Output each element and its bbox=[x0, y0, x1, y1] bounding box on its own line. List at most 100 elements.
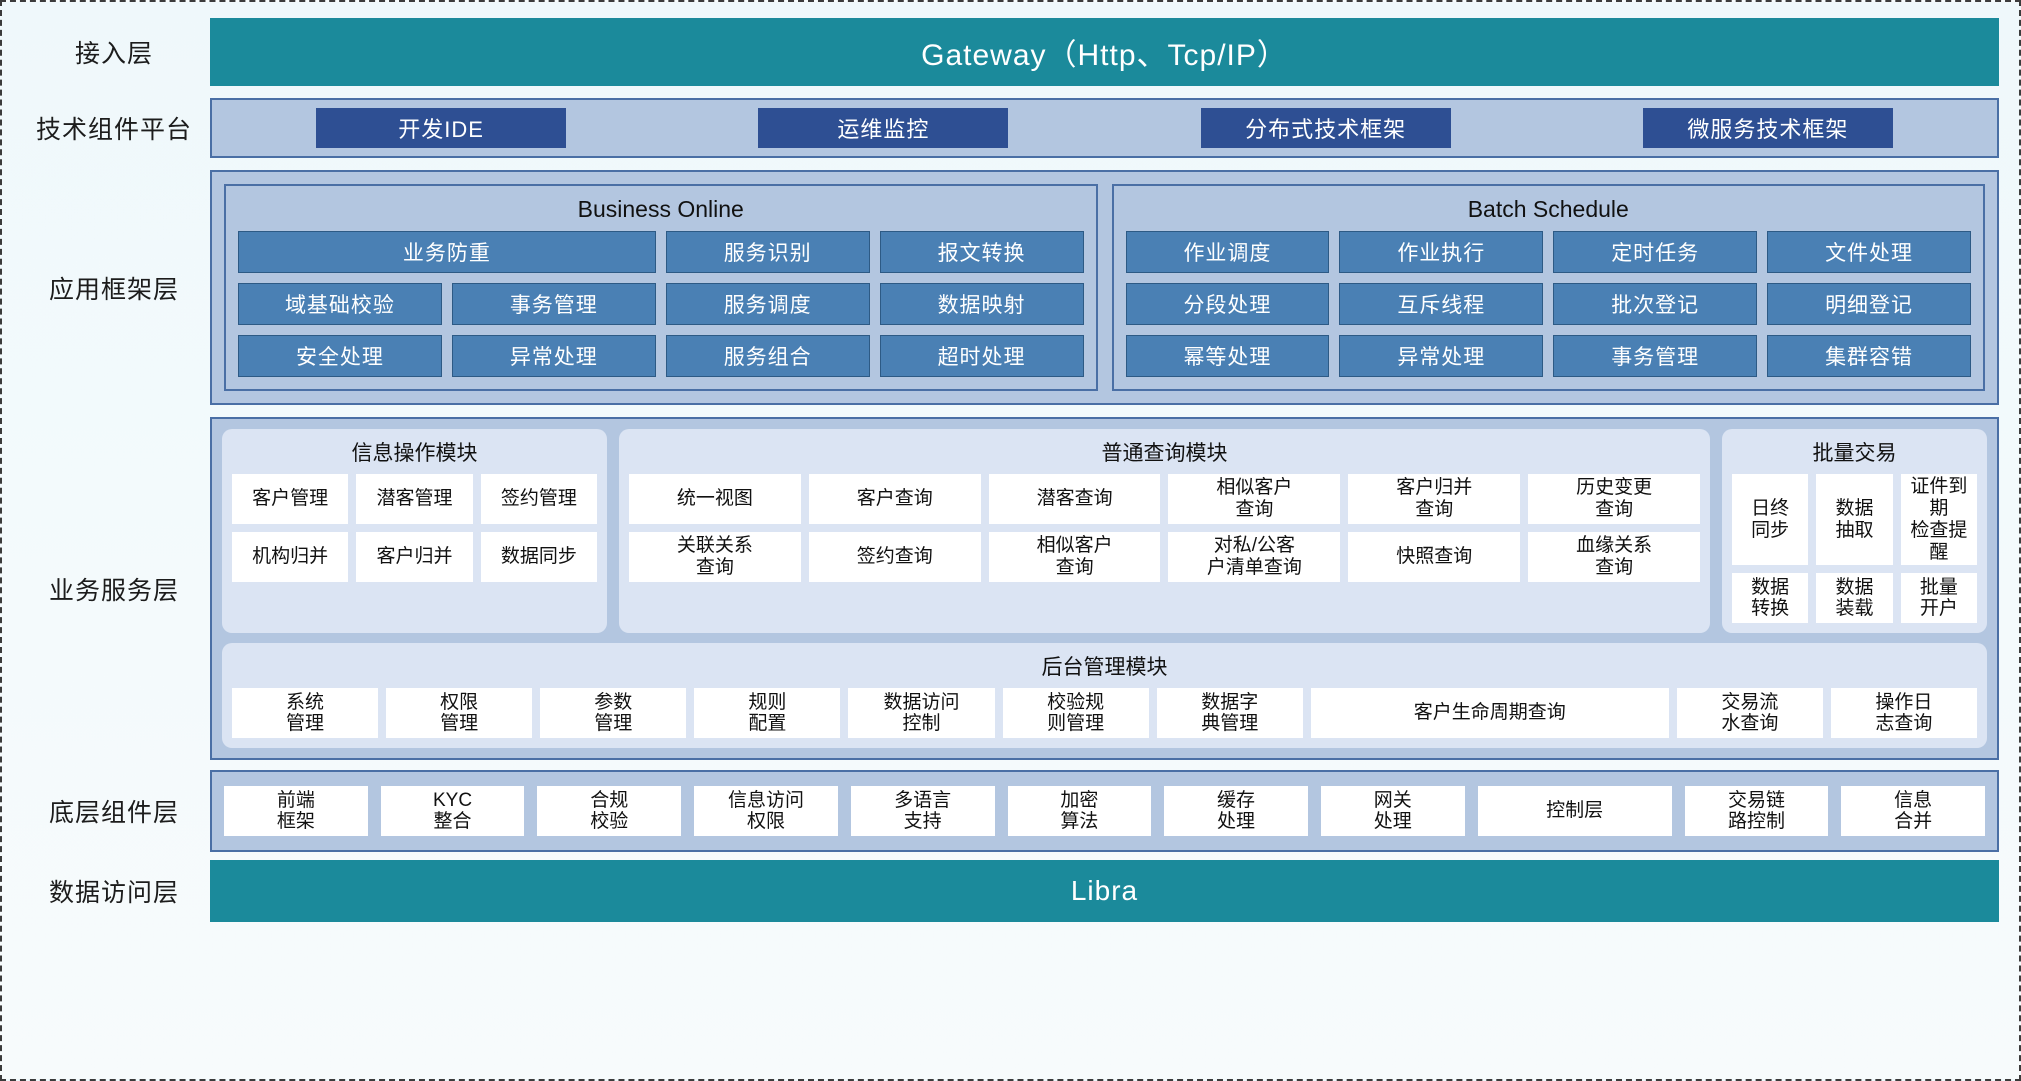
card-bottom-10[interactable]: 信息 合并 bbox=[1841, 786, 1985, 837]
app-framework-panel: Business Online 业务防重 服务识别 报文转换 域基础校验 事务管… bbox=[210, 170, 1999, 405]
card-admin-6[interactable]: 数据字 典管理 bbox=[1156, 688, 1303, 739]
row-tech-platform: 技术组件平台 开发IDE 运维监控 分布式技术框架 微服务技术框架 bbox=[24, 98, 1999, 158]
card-admin-3[interactable]: 规则 配置 bbox=[694, 688, 841, 739]
card-query-3[interactable]: 相似客户 查询 bbox=[1168, 474, 1341, 524]
card-info-5[interactable]: 数据同步 bbox=[480, 532, 597, 582]
card-batch-3[interactable]: 数据 转换 bbox=[1732, 573, 1809, 624]
fw-chip-bo-r3c2[interactable]: 异常处理 bbox=[451, 335, 656, 377]
fw-chip-bs-r1c3[interactable]: 定时任务 bbox=[1553, 231, 1758, 273]
card-query-7[interactable]: 签约查询 bbox=[808, 532, 981, 582]
card-query-9[interactable]: 对私/公客 户清单查询 bbox=[1168, 532, 1341, 582]
card-admin-1[interactable]: 权限 管理 bbox=[386, 688, 533, 739]
card-admin-4[interactable]: 数据访问 控制 bbox=[848, 688, 995, 739]
bottom-component-panel: 前端 框架 KYC 整合 合规 校验 信息访问 权限 多语言 支持 加密 算法 … bbox=[210, 770, 1999, 853]
row-body-app-framework: Business Online 业务防重 服务识别 报文转换 域基础校验 事务管… bbox=[210, 170, 1999, 405]
card-query-11[interactable]: 血缘关系 查询 bbox=[1528, 532, 1700, 582]
card-info-0[interactable]: 客户管理 bbox=[232, 474, 349, 524]
admin-module-row: 后台管理模块 系统 管理 权限 管理 参数 管理 规则 配置 数据访问 控制 校… bbox=[222, 643, 1987, 749]
card-query-10[interactable]: 快照查询 bbox=[1348, 532, 1521, 582]
fw-chip-bs-r1c2[interactable]: 作业执行 bbox=[1339, 231, 1544, 273]
fw-chip-bo-r3c4[interactable]: 超时处理 bbox=[879, 335, 1084, 377]
card-bottom-0[interactable]: 前端 框架 bbox=[224, 786, 368, 837]
card-batch-0[interactable]: 日终 同步 bbox=[1732, 474, 1809, 566]
fw-chip-bs-r1c4[interactable]: 文件处理 bbox=[1767, 231, 1971, 273]
card-batch-5[interactable]: 批量 开户 bbox=[1900, 573, 1977, 624]
card-batch-4[interactable]: 数据 装载 bbox=[1816, 573, 1893, 624]
fw-chip-bs-r2c2[interactable]: 互斥线程 bbox=[1339, 283, 1544, 325]
card-bottom-1[interactable]: KYC 整合 bbox=[380, 786, 525, 837]
card-query-1[interactable]: 客户查询 bbox=[808, 474, 981, 524]
tech-chip-ide[interactable]: 开发IDE bbox=[316, 108, 567, 148]
card-bottom-6[interactable]: 缓存 处理 bbox=[1164, 786, 1308, 837]
card-bottom-4[interactable]: 多语言 支持 bbox=[850, 786, 995, 837]
business-service-panel: 信息操作模块 客户管理 潜客管理 签约管理 机构归并 客户归并 数据同步 bbox=[210, 417, 1999, 761]
row-label-data-access: 数据访问层 bbox=[48, 879, 179, 908]
fw-chip-bs-r1c1[interactable]: 作业调度 bbox=[1125, 231, 1330, 273]
card-query-6[interactable]: 关联关系 查询 bbox=[629, 532, 801, 582]
fw-chip-bo-r1c2[interactable]: 服务识别 bbox=[665, 231, 870, 273]
group-batch-schedule: Batch Schedule 作业调度 作业执行 定时任务 文件处理 分段处理 … bbox=[1111, 184, 1985, 391]
gateway-bar[interactable]: Gateway（Http、Tcp/IP） bbox=[210, 18, 1999, 86]
group-title-business-online: Business Online bbox=[577, 196, 744, 222]
card-query-8[interactable]: 相似客户 查询 bbox=[988, 532, 1161, 582]
card-bottom-2[interactable]: 合规 校验 bbox=[537, 786, 682, 837]
tech-chip-microservice-framework[interactable]: 微服务技术框架 bbox=[1642, 108, 1893, 148]
card-bottom-5[interactable]: 加密 算法 bbox=[1007, 786, 1152, 837]
fw-chip-bo-r2c4[interactable]: 数据映射 bbox=[879, 283, 1084, 325]
fw-chip-bs-r3c3[interactable]: 事务管理 bbox=[1553, 335, 1758, 377]
row-access-layer: 接入层 Gateway（Http、Tcp/IP） bbox=[24, 18, 1999, 86]
card-bottom-7[interactable]: 网关 处理 bbox=[1320, 786, 1465, 837]
card-admin-0[interactable]: 系统 管理 bbox=[232, 688, 379, 739]
row-label-bottom-component: 底层组件层 bbox=[48, 799, 179, 828]
tech-platform-panel: 开发IDE 运维监控 分布式技术框架 微服务技术框架 bbox=[210, 98, 1999, 158]
fw-chip-bo-r2c2[interactable]: 事务管理 bbox=[451, 283, 656, 325]
card-bottom-3[interactable]: 信息访问 权限 bbox=[694, 786, 838, 837]
row-body-tech-platform: 开发IDE 运维监控 分布式技术框架 微服务技术框架 bbox=[210, 98, 1999, 158]
row-label-app-framework: 应用框架层 bbox=[48, 275, 179, 304]
fw-chip-bs-r3c1[interactable]: 幂等处理 bbox=[1125, 335, 1330, 377]
module-title-backend-admin: 后台管理模块 bbox=[1041, 656, 1168, 680]
business-online-grid: 业务防重 服务识别 报文转换 域基础校验 事务管理 服务调度 数据映射 安全处理… bbox=[238, 231, 1084, 377]
fw-chip-bo-r3c3[interactable]: 服务组合 bbox=[665, 335, 870, 377]
row-body-access: Gateway（Http、Tcp/IP） bbox=[210, 18, 1999, 86]
card-admin-2[interactable]: 参数 管理 bbox=[540, 688, 687, 739]
fw-chip-bs-r3c4[interactable]: 集群容错 bbox=[1767, 335, 1971, 377]
card-bottom-8[interactable]: 控制层 bbox=[1477, 786, 1672, 837]
fw-chip-bs-r3c2[interactable]: 异常处理 bbox=[1339, 335, 1544, 377]
card-query-2[interactable]: 潜客查询 bbox=[988, 474, 1161, 524]
libra-bar[interactable]: Libra bbox=[210, 860, 1999, 923]
card-query-5[interactable]: 历史变更 查询 bbox=[1528, 474, 1700, 524]
spacer bbox=[24, 158, 1999, 170]
spacer bbox=[24, 86, 1999, 98]
card-admin-7[interactable]: 客户生命周期查询 bbox=[1310, 688, 1669, 739]
module-title-common-query: 普通查询模块 bbox=[1101, 442, 1228, 465]
card-query-0[interactable]: 统一视图 bbox=[629, 474, 801, 524]
fw-chip-bs-r2c1[interactable]: 分段处理 bbox=[1125, 283, 1330, 325]
card-info-3[interactable]: 机构归并 bbox=[232, 532, 349, 582]
fw-chip-bs-r2c3[interactable]: 批次登记 bbox=[1553, 283, 1758, 325]
tech-chip-ops-monitor[interactable]: 运维监控 bbox=[758, 108, 1009, 148]
tech-chip-distributed-framework[interactable]: 分布式技术框架 bbox=[1200, 108, 1451, 148]
card-query-4[interactable]: 客户归并 查询 bbox=[1348, 474, 1521, 524]
common-query-grid: 统一视图 客户查询 潜客查询 相似客户 查询 客户归并 查询 历史变更 查询 关… bbox=[629, 474, 1700, 582]
card-batch-1[interactable]: 数据 抽取 bbox=[1816, 474, 1893, 566]
group-title-batch-schedule: Batch Schedule bbox=[1467, 196, 1629, 222]
card-info-2[interactable]: 签约管理 bbox=[480, 474, 597, 524]
module-batch-transaction: 批量交易 日终 同步 数据 抽取 证件到期 检查提醒 数据 转换 数据 装载 批… bbox=[1722, 429, 1987, 634]
card-batch-2[interactable]: 证件到期 检查提醒 bbox=[1900, 474, 1977, 566]
fw-chip-bs-r2c4[interactable]: 明细登记 bbox=[1767, 283, 1971, 325]
fw-chip-bo-r1c1[interactable]: 业务防重 bbox=[238, 231, 656, 273]
card-admin-5[interactable]: 校验规 则管理 bbox=[1002, 688, 1149, 739]
card-info-4[interactable]: 客户归并 bbox=[356, 532, 473, 582]
fw-chip-bo-r1c3[interactable]: 报文转换 bbox=[879, 231, 1084, 273]
card-admin-9[interactable]: 操作日 志查询 bbox=[1830, 688, 1977, 739]
fw-chip-bo-r2c3[interactable]: 服务调度 bbox=[665, 283, 870, 325]
fw-chip-bo-r3c1[interactable]: 安全处理 bbox=[238, 335, 442, 377]
card-admin-8[interactable]: 交易流 水查询 bbox=[1676, 688, 1823, 739]
fw-chip-bo-r2c1[interactable]: 域基础校验 bbox=[238, 283, 442, 325]
card-info-1[interactable]: 潜客管理 bbox=[356, 474, 473, 524]
info-operation-grid: 客户管理 潜客管理 签约管理 机构归并 客户归并 数据同步 bbox=[232, 474, 597, 582]
card-bottom-9[interactable]: 交易链 路控制 bbox=[1684, 786, 1829, 837]
spacer bbox=[24, 852, 1999, 860]
